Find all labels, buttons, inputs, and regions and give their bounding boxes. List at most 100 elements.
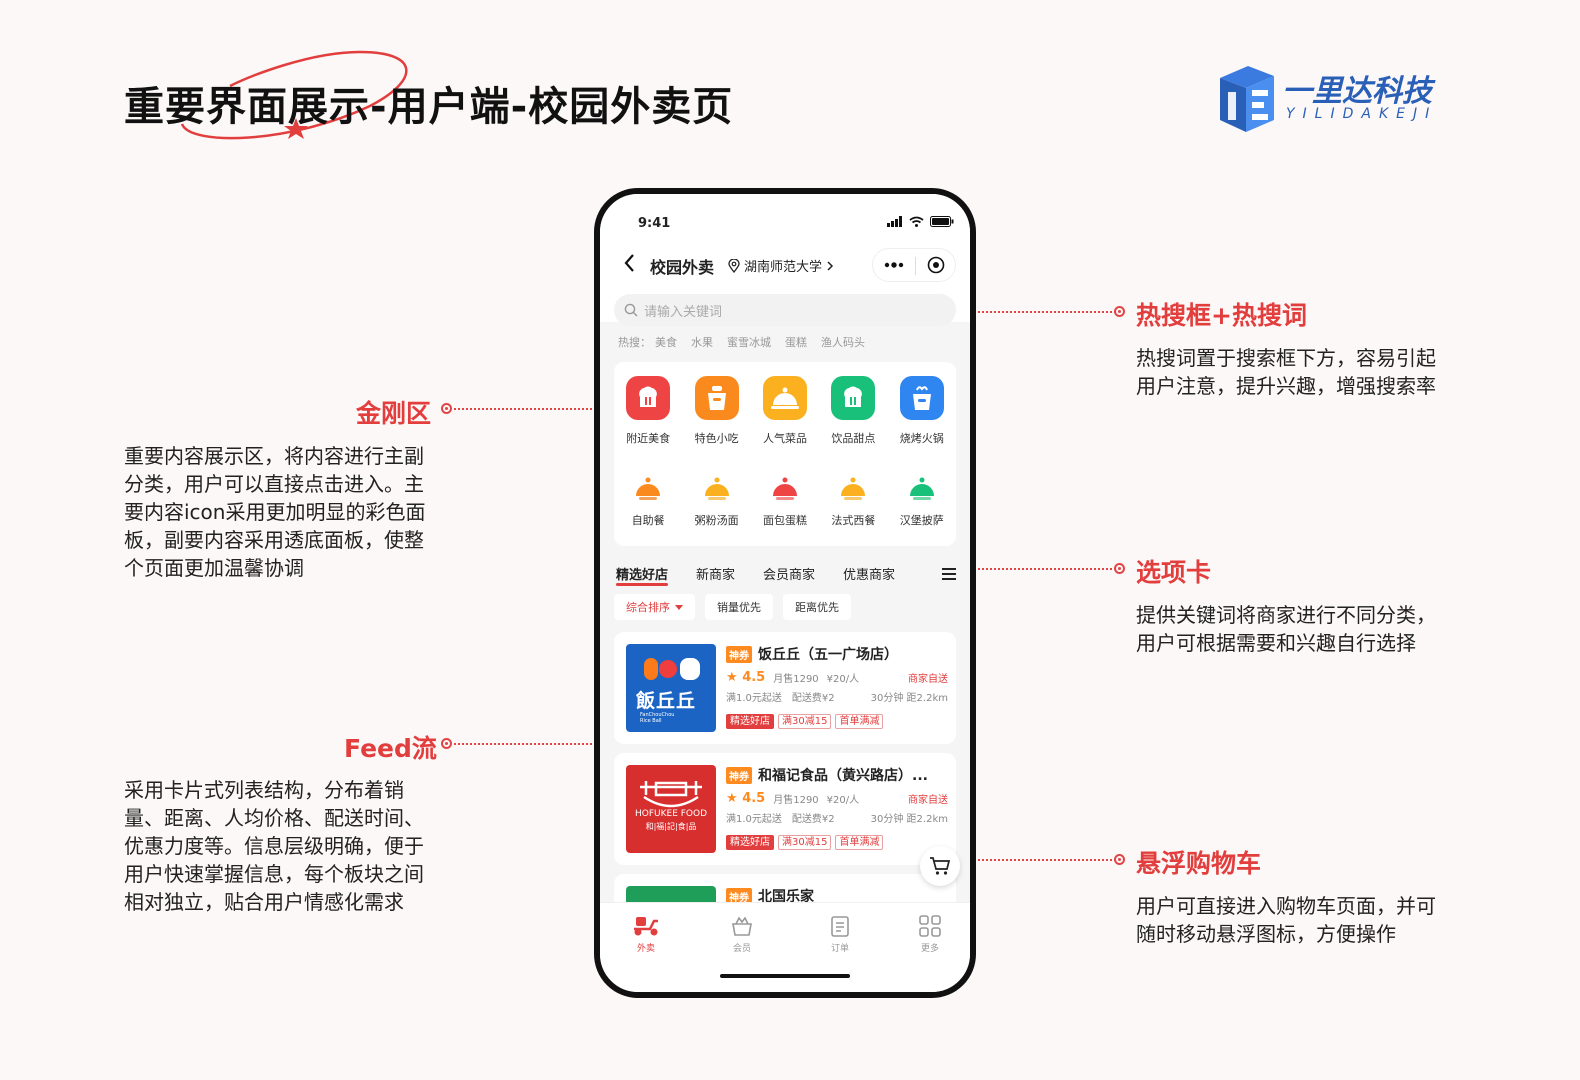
more-dots-icon[interactable]	[884, 262, 904, 268]
search-icon	[624, 303, 638, 317]
monthly-sales: 月售1290	[773, 795, 819, 806]
search-box[interactable]: 请输入关键词	[614, 294, 956, 326]
menu-icon[interactable]	[942, 567, 956, 580]
cart-connector	[978, 859, 1116, 861]
filter-overall[interactable]: 综合排序	[614, 594, 695, 620]
search-placeholder: 请输入关键词	[644, 304, 723, 320]
drink-cup-icon	[831, 376, 876, 420]
filter-distance[interactable]: 距离优先	[783, 594, 851, 620]
tabbar-label: 外卖	[636, 944, 655, 954]
kingkong-item-nearby-food[interactable]: 附近美食	[618, 376, 678, 446]
monthly-sales: 月售1290	[773, 674, 819, 685]
home-indicator	[720, 974, 850, 978]
cake-icon	[763, 466, 807, 502]
hotsearch-description: 热搜词置于搜索框下方，容易引起用户注意，提升兴趣，增强搜索率	[1136, 346, 1436, 398]
promo-tag: 首单满减	[835, 714, 884, 729]
grid-icon	[919, 915, 941, 937]
tabs-heading: 选项卡	[1136, 558, 1212, 587]
promo-tag: 首单满减	[835, 835, 884, 850]
kingkong-item-buffet[interactable]: 自助餐	[618, 466, 678, 528]
tab-member[interactable]: 会员商家	[763, 568, 816, 583]
hot-word[interactable]: 水果	[691, 336, 713, 349]
kingkong-item-western[interactable]: 法式西餐	[823, 466, 883, 528]
location-selector[interactable]: 湖南师范大学	[728, 256, 834, 275]
hot-word[interactable]: 蛋糕	[785, 336, 807, 349]
title-decoration	[180, 50, 408, 140]
floating-cart-button[interactable]	[920, 846, 960, 886]
shop-card[interactable]: HOFUKEE FOOD 和|福|記|食|品 神券 和福记食品（黄兴路店）...…	[614, 753, 956, 865]
delivery-distance: 30分钟 距2.2km	[870, 693, 948, 704]
category-tabs: 精选好店 新商家 会员商家 优惠商家	[616, 564, 956, 586]
kingkong-item-burger-pizza[interactable]: 汉堡披萨	[892, 466, 952, 528]
tabbar-orders[interactable]: 订单	[810, 915, 870, 954]
shop-logo-subtext: 和|福|記|食|品	[645, 822, 697, 831]
tab-discount[interactable]: 优惠商家	[843, 568, 896, 583]
feed-heading: Feed流	[344, 734, 437, 763]
order-list-icon	[831, 916, 849, 937]
tab-featured[interactable]: 精选好店	[616, 564, 669, 586]
kingkong-item-snacks[interactable]: 特色小吃	[687, 376, 747, 446]
noodle-bowl-icon	[695, 466, 739, 502]
tabbar-member[interactable]: 会员	[712, 915, 772, 954]
status-icons	[887, 216, 954, 227]
rating-value: 4.5	[742, 791, 766, 806]
hot-search-label: 热搜：	[618, 336, 651, 349]
cart-description: 用户可直接进入购物车页面，并可随时移动悬浮图标，方便操作	[1136, 894, 1436, 946]
cart-connector-dot	[1114, 854, 1125, 865]
kingkong-item-drinks-desserts[interactable]: 饮品甜点	[823, 376, 883, 446]
shop-logo: HOFUKEE FOOD 和|福|記|食|品	[626, 765, 716, 853]
bottom-tab-bar: 外卖 会员 订单	[600, 902, 970, 992]
filter-sales[interactable]: 销量优先	[705, 594, 773, 620]
kingkong-item-bakery[interactable]: 面包蛋糕	[755, 466, 815, 528]
crown-basket-icon	[732, 916, 752, 936]
tabbar-label: 会员	[732, 944, 751, 954]
company-logo: 一里达科技 YILIDAKEJI	[1216, 62, 1456, 134]
promo-tag: 满30减15	[778, 714, 832, 729]
delivery-distance: 30分钟 距2.2km	[870, 814, 948, 825]
back-icon[interactable]	[622, 252, 638, 274]
kingkong-label: 面包蛋糕	[762, 514, 807, 527]
shop-logo-text: HOFUKEE FOOD	[634, 809, 708, 819]
tabbar-label: 更多	[920, 944, 939, 954]
kingkong-description: 重要内容展示区，将内容进行主副分类，用户可以直接点击进入。主要内容icon采用更…	[124, 444, 426, 580]
buffet-icon	[626, 466, 670, 502]
kingkong-label: 人气菜品	[762, 432, 807, 445]
hot-word[interactable]: 美食	[655, 336, 677, 349]
tabbar-takeaway[interactable]: 外卖	[616, 915, 676, 954]
feed-description: 采用卡片式列表结构，分布着销量、距离、人均价格、配送时间、优惠力度等。信息层级明…	[124, 778, 424, 914]
food-dome-icon	[762, 376, 807, 420]
shop-card[interactable]: 飯丘丘 FanChouChou Rice Ball 神券 饭丘丘（五一广场店） …	[614, 632, 956, 744]
shop-name: 和福记食品（黄兴路店）...	[758, 768, 928, 784]
status-time: 9:41	[638, 216, 671, 231]
kingkong-label: 烧烤火锅	[899, 432, 944, 445]
feed-connector	[454, 743, 592, 745]
hot-word[interactable]: 渔人码头	[821, 336, 865, 349]
tab-new[interactable]: 新商家	[696, 568, 736, 583]
delivery-fee: 配送费¥2	[791, 814, 835, 825]
promo-tag: 满30减15	[778, 835, 832, 850]
hotsearch-connector-dot	[1114, 306, 1125, 317]
cart-heading: 悬浮购物车	[1136, 849, 1262, 878]
logo-subtitle: YILIDAKEJI	[1286, 106, 1438, 122]
kingkong-label: 饮品甜点	[831, 432, 876, 445]
kingkong-label: 法式西餐	[831, 514, 876, 527]
cart-icon	[930, 857, 951, 875]
feed-connector-dot	[441, 738, 452, 749]
shop-logo-subtext: FanChouChou Rice Ball	[640, 712, 675, 724]
close-target-icon[interactable]	[927, 256, 945, 274]
min-order: 满1.0元起送	[726, 693, 782, 704]
phone-mockup: 9:41 校园外卖 湖	[594, 188, 976, 998]
rating: ★ 4.5	[726, 670, 765, 685]
kingkong-label: 特色小吃	[694, 432, 739, 445]
western-food-icon	[831, 466, 875, 502]
kingkong-item-bbq-hotpot[interactable]: 烧烤火锅	[892, 376, 952, 446]
star-icon: ★	[726, 791, 738, 806]
kingkong-item-noodles-soup[interactable]: 粥粉汤面	[687, 466, 747, 528]
shop-logo-graphic	[644, 658, 700, 680]
tabbar-more[interactable]: 更多	[900, 915, 960, 954]
kingkong-item-popular-dishes[interactable]: 人气菜品	[755, 376, 815, 446]
hot-word[interactable]: 蜜雪冰城	[727, 336, 771, 349]
coupon-badge: 神券	[726, 766, 752, 784]
shop-logo: 飯丘丘 FanChouChou Rice Ball	[626, 644, 716, 732]
page-title: 重要界面展示-用户端-校园外卖页	[124, 84, 734, 130]
